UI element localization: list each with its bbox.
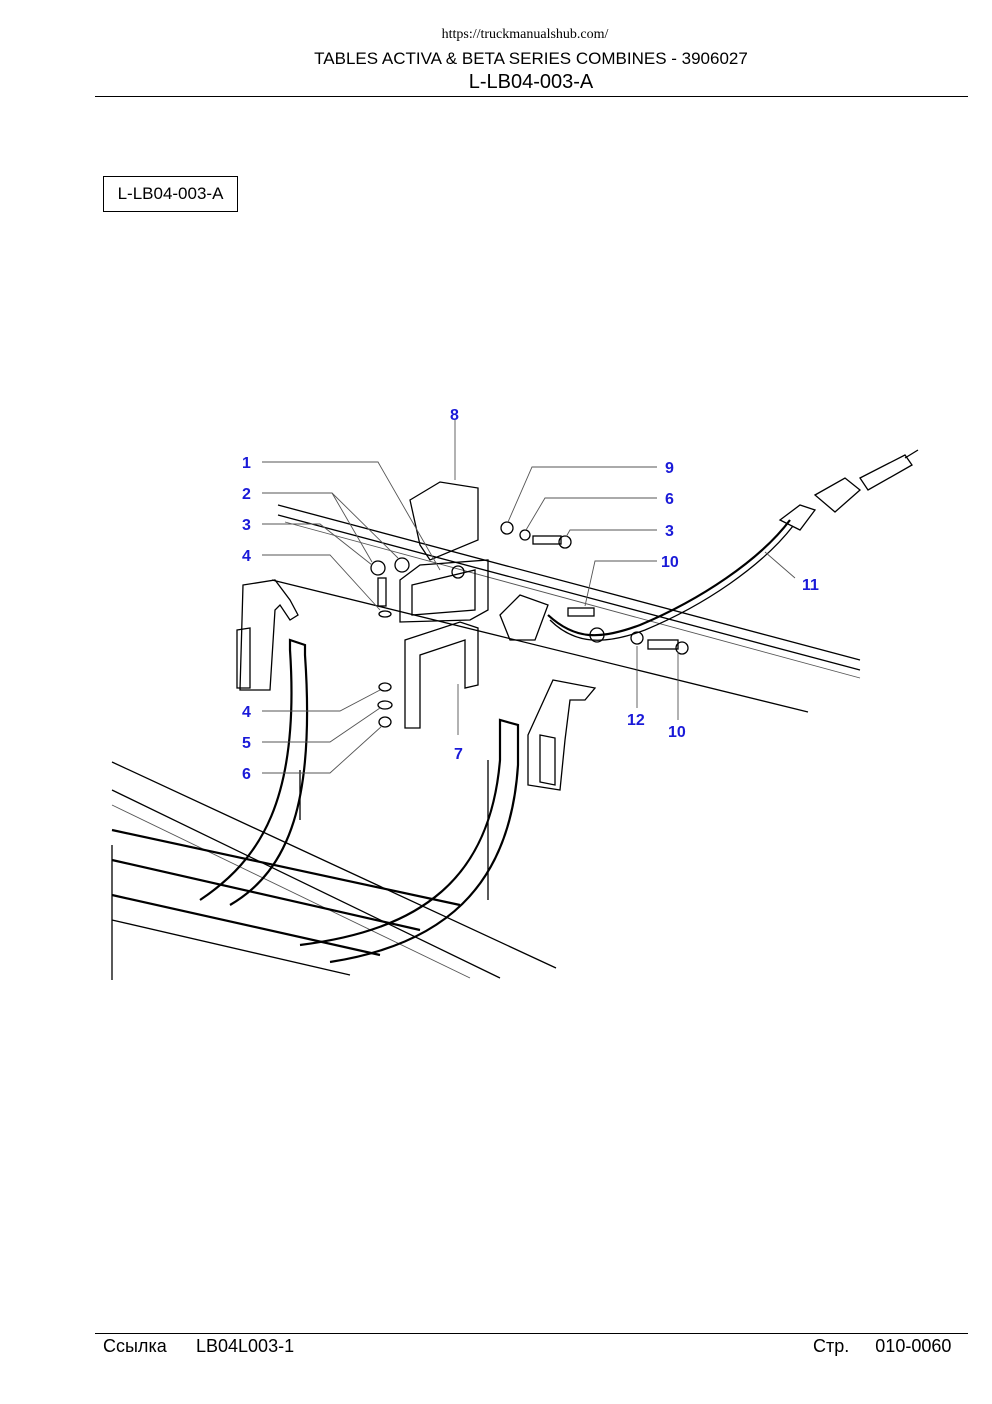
footer-page-label: Стр. [813,1336,850,1356]
reference-box: L-LB04-003-A [103,176,238,212]
callout-3: 3 [242,517,251,534]
part-7-bracket [404,621,479,729]
part-1-support [399,559,489,623]
callout-10: 10 [668,724,686,741]
callout-6: 6 [665,491,674,508]
left-bracket [236,579,299,691]
header-divider [95,96,968,97]
callout-1: 1 [242,455,251,472]
beam-lines [111,504,861,979]
callout-10: 10 [661,554,679,571]
leader-lines [262,420,796,774]
chassis-frame [111,638,520,980]
footer-page: Стр. 010-0060 [813,1336,951,1357]
callout-8: 8 [450,407,459,424]
callout-4: 4 [242,548,251,565]
callout-9: 9 [665,460,674,477]
callout-6: 6 [242,766,251,783]
callout-12: 12 [627,712,645,729]
footer-page-value: 010-0060 [875,1336,952,1356]
sensor-cable [499,449,919,643]
parts-diagram: 8 1 2 3 4 9 6 3 10 11 4 5 6 7 12 10 [111,407,919,980]
callout-4: 4 [242,704,251,721]
callout-7: 7 [454,746,463,763]
drawing-code: L-LB04-003-A [468,71,594,93]
document-title: TABLES ACTIVA & BETA SERIES COMBINES - 3… [314,49,748,68]
callout-2: 2 [242,486,251,503]
footer-divider [95,1333,968,1334]
footer-ref-value: LB04L003-1 [196,1336,295,1356]
callout-11: 11 [802,577,819,594]
callouts: 8 1 2 3 4 9 6 3 10 11 4 5 6 7 12 10 [242,407,819,783]
source-url[interactable]: https://truckmanualshub.com/ [441,27,609,42]
right-bracket [527,679,597,791]
callout-5: 5 [242,735,251,752]
hardware [370,521,689,728]
callout-3: 3 [665,523,674,540]
footer-ref-label: Ссылка [103,1336,167,1356]
part-8-plate [409,481,479,561]
